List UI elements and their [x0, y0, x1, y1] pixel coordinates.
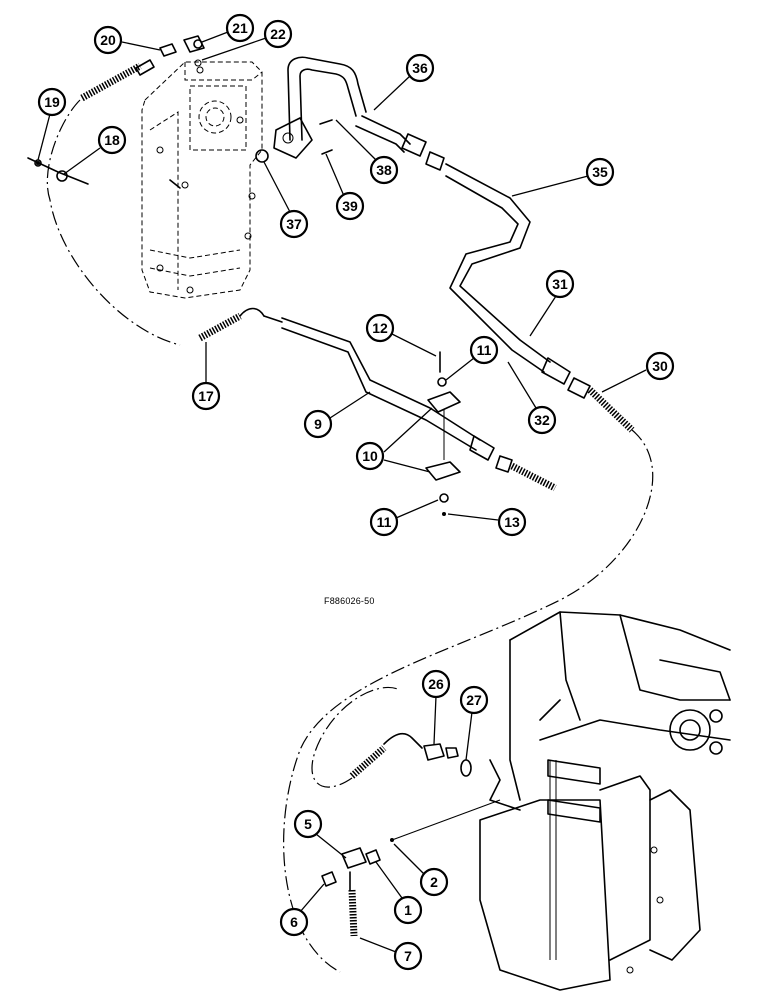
callout-c2: 2	[393, 843, 449, 897]
callout-c27: 27	[459, 685, 489, 761]
callout-label: 31	[552, 276, 568, 292]
callout-c19: 19	[37, 87, 67, 161]
tube-35-36-assembly	[255, 56, 654, 973]
hose-17-assembly	[27, 59, 557, 492]
callout-c1: 1	[375, 861, 423, 925]
callout-c37: 37	[263, 161, 309, 239]
callout-label: 20	[100, 32, 116, 48]
callout-c10: 10	[355, 407, 433, 473]
callout-c9: 9	[303, 391, 371, 439]
tee-fitting-assembly	[321, 799, 501, 937]
callout-c18: 18	[63, 125, 127, 175]
callout-label: 32	[534, 412, 550, 428]
callout-label: 7	[404, 948, 412, 964]
top-fittings	[159, 35, 205, 67]
hose-26-assembly	[311, 686, 472, 788]
callout-label: 37	[286, 216, 302, 232]
callout-c36: 36	[373, 53, 435, 111]
callout-c26: 26	[421, 669, 451, 745]
callout-c13: 13	[447, 507, 527, 537]
callout-label: 38	[376, 162, 392, 178]
callout-c6: 6	[279, 883, 325, 937]
callout-c32: 32	[507, 361, 557, 435]
callout-c21: 21	[201, 13, 255, 43]
callout-label: 2	[430, 874, 438, 890]
clamp-assembly	[425, 351, 461, 516]
callout-label: 12	[372, 320, 388, 336]
figure-code: F886026-50	[324, 596, 375, 606]
callout-c7: 7	[359, 937, 423, 971]
callout-label: 13	[504, 514, 520, 530]
callout-c17: 17	[191, 342, 221, 411]
callout-label: 26	[428, 676, 444, 692]
upper-housing	[141, 61, 263, 299]
callout-label: 5	[304, 816, 312, 832]
callout-c5: 5	[293, 809, 347, 859]
callout-label: 9	[314, 416, 322, 432]
callout-label: 11	[477, 342, 492, 358]
callout-label: 1	[404, 902, 412, 918]
callout-c31: 31	[529, 269, 575, 337]
callout-c35: 35	[511, 157, 615, 197]
callout-c30: 30	[601, 351, 675, 393]
callout-c11b: 11	[369, 499, 439, 537]
callout-label: 11	[377, 514, 392, 530]
callout-label: 6	[290, 914, 298, 930]
callout-label: 10	[362, 448, 378, 464]
callout-label: 17	[198, 388, 214, 404]
callout-label: 35	[592, 164, 608, 180]
lower-transmission	[479, 611, 731, 991]
callout-label: 27	[466, 692, 482, 708]
callout-c20: 20	[93, 25, 161, 55]
callout-label: 36	[412, 60, 428, 76]
callout-label: 39	[342, 198, 358, 214]
callout-label: 18	[104, 132, 120, 148]
callout-label: 19	[44, 94, 60, 110]
callout-label: 22	[270, 26, 286, 42]
callout-c12: 12	[365, 313, 437, 357]
callout-label: 21	[232, 20, 248, 36]
callout-c11a: 11	[445, 335, 499, 381]
callout-label: 30	[652, 358, 668, 374]
callout-c38: 38	[335, 119, 399, 185]
callout-c22: 22	[201, 19, 293, 61]
callout-c39: 39	[325, 153, 365, 221]
